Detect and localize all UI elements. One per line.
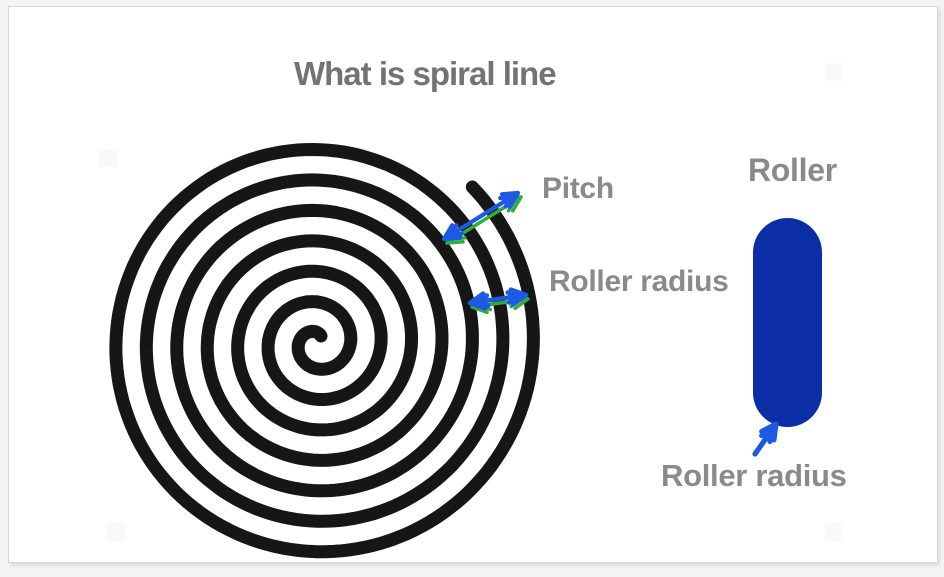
roller-shape (753, 218, 822, 427)
roller-radius-label-roller: Roller radius (661, 458, 847, 493)
roller-radius-arrow (467, 287, 529, 311)
spiral-line (109, 142, 540, 559)
pitch-arrow (441, 190, 521, 242)
roller-label: Roller (748, 152, 837, 188)
roller-radius-label-spiral: Roller radius (549, 265, 729, 298)
roller-bottom-arrow (752, 421, 779, 457)
spiral-diagram-canvas (109, 142, 822, 559)
diagram-card: What is spiral line Pitch Roller radius … (8, 6, 938, 563)
page-title: What is spiral line (294, 55, 557, 92)
pitch-label: Pitch (542, 172, 614, 205)
